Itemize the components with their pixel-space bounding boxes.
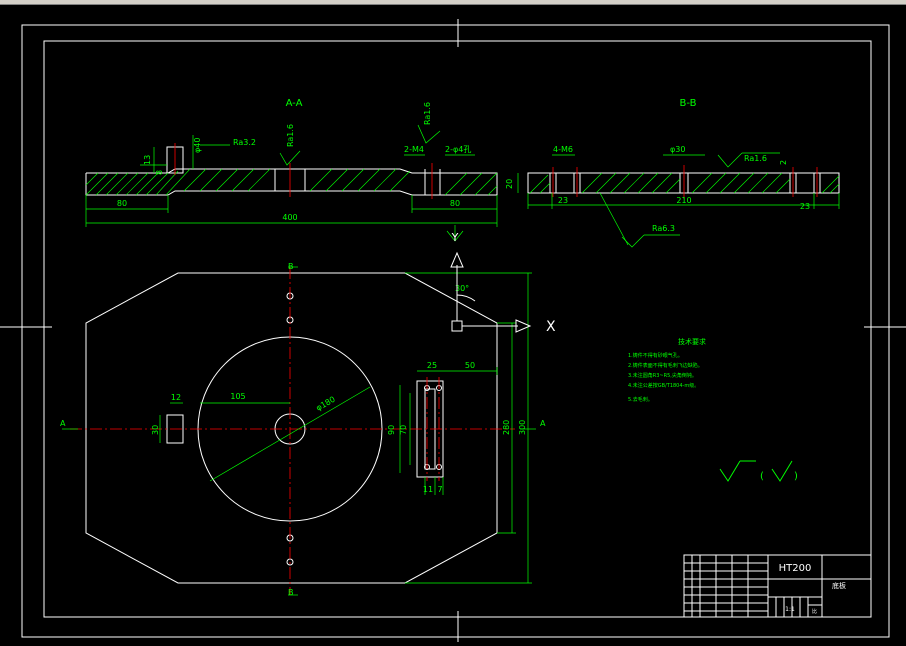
section-aa-view: A-A [85, 98, 498, 244]
section-bb-body [527, 172, 840, 194]
drawing-frame [0, 19, 906, 642]
plan-label-b-top: B [288, 262, 294, 271]
section-aa-hatch [85, 168, 498, 196]
plan-centerlines [70, 267, 515, 595]
tech-req-title: 技术要求 [678, 337, 706, 346]
section-aa-dimlines [85, 124, 498, 242]
plan-angle-30: 30° [455, 284, 469, 293]
plan-dim-7: 7 [437, 485, 442, 494]
aa-dim-left: 80 [117, 199, 127, 208]
bb-dim-mid: 210 [676, 196, 691, 205]
aa-rough-1: Ra3.2 [233, 138, 256, 147]
aa-ht-13: 13 [143, 155, 152, 165]
section-bb-dimlines [517, 152, 840, 248]
plan-dim-25: 25 [427, 361, 437, 370]
plan-dim-105: 105 [230, 392, 245, 401]
section-bb-centerlines [552, 165, 818, 199]
title-part-name: 底板 [832, 581, 846, 590]
title-extra: 比 [812, 608, 817, 615]
title-block: HT200 底板 1:1 比 [683, 554, 872, 618]
aa-rough-3: Ra1.6 [423, 102, 432, 125]
plan-label-b-bottom: B [288, 588, 294, 597]
plan-dim-280: 280 [502, 420, 511, 435]
bb-dim-right: 23 [800, 202, 810, 211]
title-scale: 1:1 [785, 606, 795, 613]
section-aa-body [85, 146, 498, 196]
bb-dim-left: 23 [558, 196, 568, 205]
plan-dim-11: 11 [423, 485, 433, 494]
section-aa-title: A-A [286, 98, 303, 109]
aa-ht-8: 8 [155, 170, 164, 175]
aa-dim-total: 400 [282, 213, 297, 222]
plan-label-a-left: A [60, 419, 66, 428]
aa-rough-2: Ra1.6 [286, 124, 295, 147]
bb-dia: φ30 [670, 145, 685, 154]
plan-dimlines [62, 266, 536, 596]
window-top-bar [0, 0, 906, 5]
bb-rough-bottom: Ra6.3 [652, 224, 675, 233]
ucs-axis-icon: X [450, 251, 556, 335]
plan-dim-70: 70 [399, 425, 408, 435]
bb-dim-height: 20 [505, 179, 514, 189]
drawing-canvas[interactable]: A-A [0, 5, 906, 642]
tech-req-item-4: 4.未注公差按GB/T1804-m级。 [628, 382, 699, 389]
section-bb-hatch [529, 172, 840, 194]
bb-hole: 4-M6 [553, 145, 573, 154]
plan-dim-12: 12 [171, 393, 181, 402]
plan-label-a-right: A [540, 419, 546, 428]
section-bb-title: B-B [680, 98, 697, 109]
plan-view: B B A A 12 30 105 φ180 25 50 90 70 11 7 … [60, 262, 546, 597]
section-aa-centerlines [174, 143, 433, 199]
tech-req-item-5: 5.去毛刺。 [628, 396, 653, 403]
aa-axis-y: Y [451, 231, 459, 244]
tech-requirements: 技术要求 1.铸件不得有砂眼气孔。 2.铸件表面不得有毛刺飞边缺陷。 3.未注圆… [628, 337, 706, 403]
roughness-close-paren: ) [794, 471, 798, 482]
roughness-open-paren: ( [760, 471, 764, 482]
surface-roughness-symbol: ( ) [719, 460, 798, 482]
aa-hole-left: 2-M4 [404, 145, 424, 154]
plan-dim-dia: φ180 [315, 395, 337, 413]
plan-dim-90: 90 [387, 425, 396, 435]
bb-dim-gap: 2 [779, 160, 788, 165]
plan-dim-300: 300 [518, 420, 527, 435]
tech-req-item-1: 1.铸件不得有砂眼气孔。 [628, 352, 683, 359]
plan-dim-30: 30 [151, 425, 160, 435]
tech-req-item-2: 2.铸件表面不得有毛刺飞边缺陷。 [628, 362, 703, 369]
aa-ht-40: φ40 [193, 138, 202, 153]
tech-req-item-3: 3.未注圆角R3~R5,尖角倒钝。 [628, 372, 697, 379]
section-bb-view: B-B [505, 98, 840, 248]
aa-dim-right: 80 [450, 199, 460, 208]
bb-rough: Ra1.6 [744, 154, 767, 163]
plan-dim-50: 50 [465, 361, 475, 370]
ucs-axis-x: X [546, 319, 556, 335]
title-material: HT200 [779, 563, 812, 574]
aa-hole-right: 2-φ4孔 [445, 145, 471, 154]
